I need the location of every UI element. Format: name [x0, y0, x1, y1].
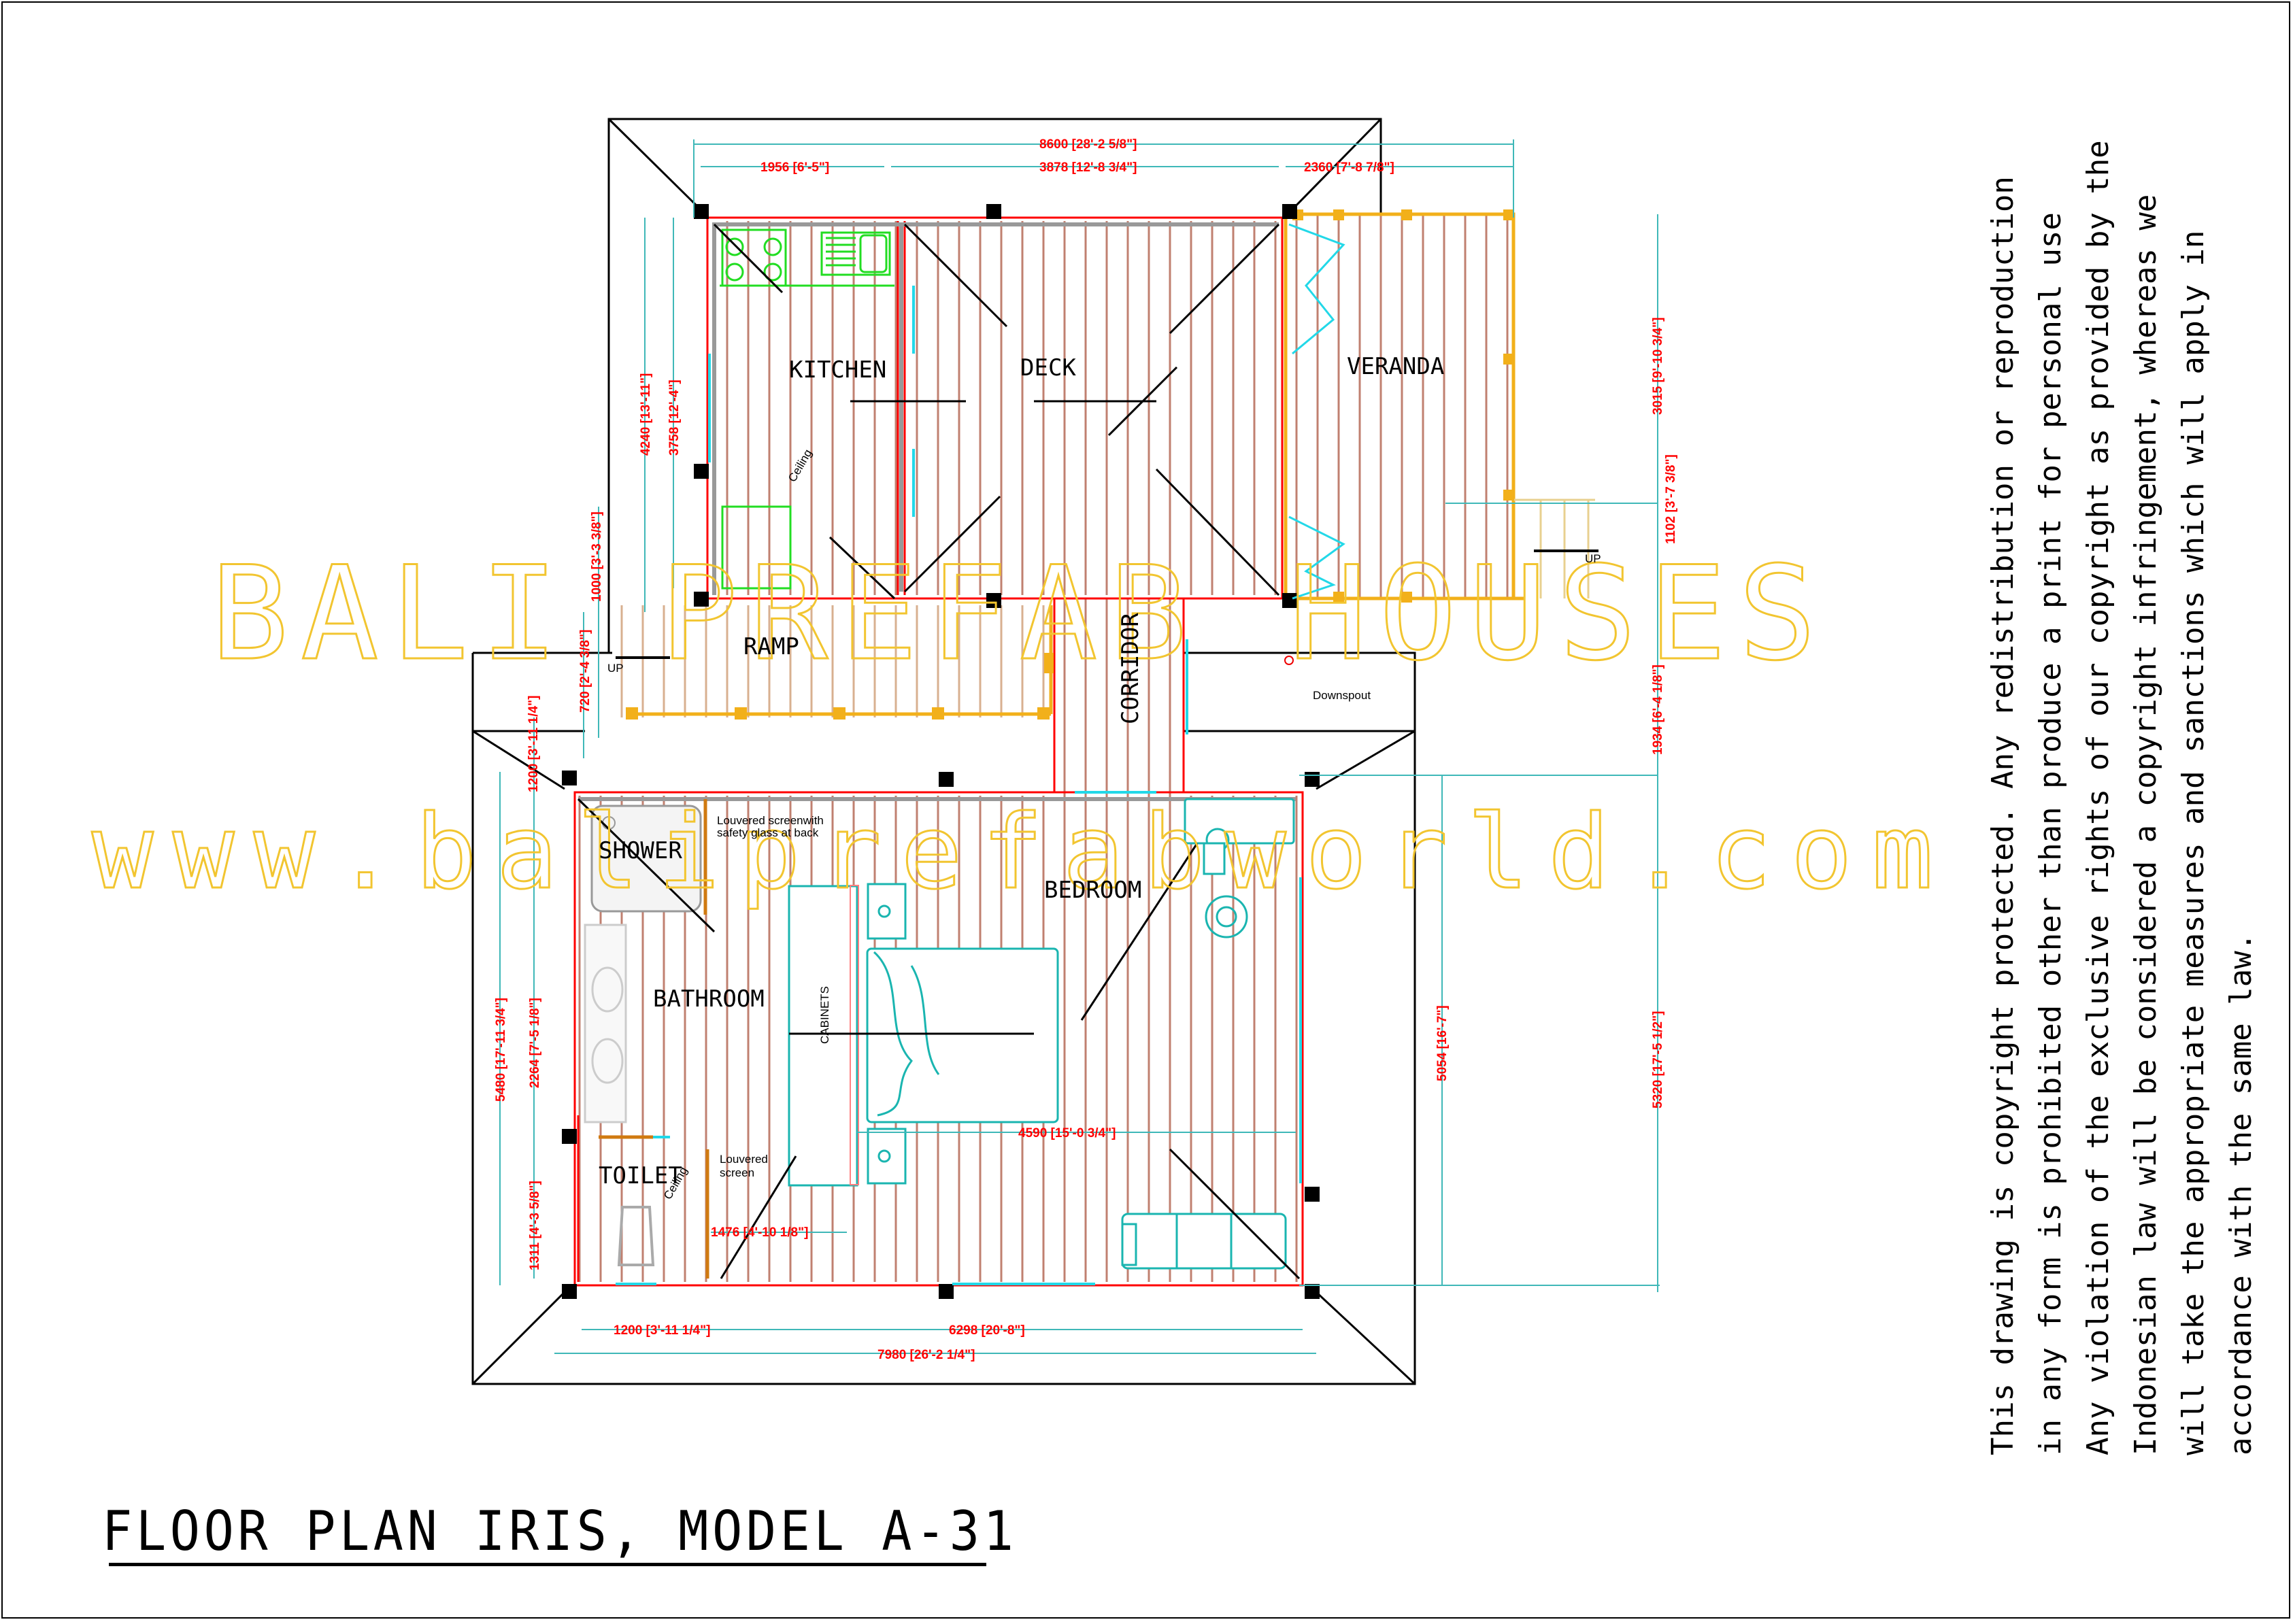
dim-toilet-1476: 1476 [4'-10 1/8"]	[711, 1225, 808, 1240]
louvered-screens	[599, 799, 709, 1279]
note-louvered-glass-1: Louvered screenwith	[717, 814, 824, 827]
dim-top-veranda: 2360 [7'-8 7/8"]	[1304, 160, 1394, 175]
dim-top-overall: 8600 [28'-2 5/8"]	[1039, 137, 1137, 152]
room-label-toilet: TOILET	[599, 1162, 682, 1189]
room-label-deck: DECK	[1020, 354, 1076, 382]
bathroom-basins	[584, 924, 627, 1123]
copyright-line: Any violation of the exclusive rights of…	[2081, 140, 2115, 1455]
room-label-kitchen: KITCHEN	[789, 356, 886, 384]
copyright-line: will take the appropriate measures and s…	[2176, 230, 2211, 1455]
veranda-doors	[1288, 223, 1345, 600]
kitchen-stove	[720, 229, 894, 287]
note-louvered-1: Louvered	[720, 1153, 768, 1166]
dim-right-1102: 1102 [3'-7 3/8"]	[1664, 454, 1678, 544]
dimension-lines	[499, 139, 1660, 1354]
room-label-corridor: CORRIDOR	[1117, 613, 1144, 724]
structural-posts	[562, 204, 1320, 1299]
note-up-veranda: UP	[1585, 552, 1601, 565]
dim-right-3015: 3015 [9'-10 3/4"]	[1651, 318, 1665, 415]
ceiling-lines	[577, 223, 1301, 1280]
svg-text:BALI PREFAB HOUSES: BALI PREFAB HOUSES	[211, 539, 1843, 689]
dim-left-4240: 4240 [13'-11"]	[639, 373, 653, 456]
dim-right-5320: 5320 [17'-5 1/2"]	[1651, 1011, 1665, 1109]
dim-bottom-7980: 7980 [26'-2 1/4"]	[877, 1348, 975, 1362]
copyright-line: accordance with the same law.	[2224, 932, 2258, 1455]
room-label-bathroom: BATHROOM	[653, 985, 765, 1013]
room-label-veranda: VERANDA	[1347, 353, 1444, 380]
ramp-posts	[626, 653, 1054, 720]
wardrobe-divider	[850, 885, 859, 1185]
dim-bedroom-4590: 4590 [15'-0 3/4"]	[1018, 1126, 1116, 1140]
dim-left-2264: 2264 [7'-5 1/8"]	[528, 998, 542, 1088]
kitchen-floor	[711, 221, 898, 595]
kitchen-sink	[820, 231, 891, 276]
room-label-bedroom: BEDROOM	[1044, 877, 1141, 904]
veranda-posts	[1292, 209, 1514, 603]
dim-left-1200: 1200 [3'-11 1/4"]	[526, 696, 541, 792]
copyright-line: Indonesian law will be considered a copy…	[2128, 194, 2163, 1455]
toilet-fixture	[617, 1206, 655, 1266]
corridor-floor	[1054, 598, 1184, 796]
dim-left-3758: 3758 [12'-4"]	[667, 379, 682, 456]
note-up-ramp: UP	[607, 662, 624, 675]
copyright-line: in any form is prohibited other than pro…	[2033, 212, 2068, 1455]
note-louvered-glass-2: safety glass at back	[717, 826, 819, 839]
dim-left-5480: 5480 [17'-11 3/4"]	[494, 998, 508, 1102]
note-downspout: Downspout	[1313, 689, 1371, 702]
copyright-notice: This drawing is copyright protected. Any…	[1979, 41, 2265, 1455]
label-cabinets: CABINETS	[818, 986, 831, 1044]
room-label-ramp: RAMP	[743, 633, 799, 660]
dim-right-1934: 1934 [6'-4 1/8"]	[1651, 664, 1665, 755]
round-rug	[1205, 895, 1248, 938]
dim-left-720: 720 [2'-4 3/8"]	[578, 630, 592, 713]
title-underline	[109, 1563, 986, 1566]
dim-left-1311: 1311 [4'-3 5/8"]	[528, 1181, 542, 1270]
dim-top-deck: 3878 [12'-8 3/4"]	[1039, 160, 1137, 175]
dim-left-1000: 1000 [3'-3 3/8"]	[590, 511, 604, 602]
room-label-shower: SHOWER	[599, 837, 682, 864]
dim-bottom-6298: 6298 [20'-8"]	[949, 1323, 1025, 1338]
shower-tray	[590, 805, 702, 913]
dim-right-5054: 5054 [16'-7"]	[1435, 1005, 1450, 1081]
drawing-title: FLOOR PLAN IRIS, MODEL A-31	[102, 1500, 1018, 1563]
dim-top-kitchen: 1956 [6'-5"]	[760, 160, 829, 175]
note-louvered-2: screen	[720, 1166, 754, 1179]
ramp-floor	[612, 605, 1054, 717]
downspout-icon	[1284, 656, 1294, 665]
veranda-steps	[1513, 498, 1595, 598]
copyright-line: This drawing is copyright protected. Any…	[1986, 176, 2020, 1455]
cabinets	[788, 885, 858, 1187]
bed	[866, 883, 1059, 1185]
dim-bottom-1200: 1200 [3'-11 1/4"]	[614, 1323, 710, 1338]
sofa	[1121, 1213, 1287, 1270]
desk-chair	[1184, 798, 1295, 875]
kitchen-fridge	[721, 505, 792, 590]
